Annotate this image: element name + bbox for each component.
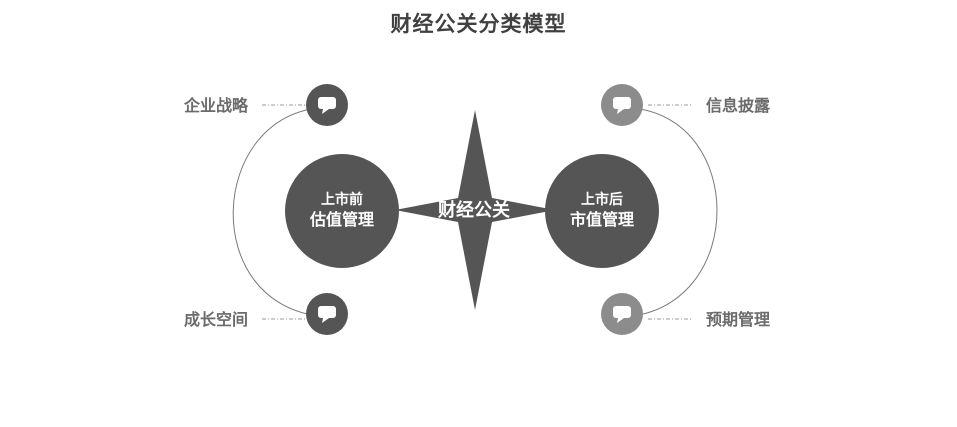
right-arc: [632, 107, 718, 317]
speech-bubble-icon: [613, 97, 631, 114]
icon-node-bottom-left: [306, 293, 348, 335]
speech-bubble-icon: [613, 306, 631, 323]
left-circle-line1: 上市前: [321, 191, 363, 208]
icon-node-bottom-right: [601, 293, 643, 335]
icon-node-top-left: [306, 84, 348, 126]
speech-bubble-icon: [318, 306, 336, 323]
left-circle: [285, 154, 399, 268]
branch-label-top-right: 信息披露: [706, 96, 771, 115]
speech-bubble-icon: [318, 97, 336, 114]
right-circle-line1: 上市后: [581, 191, 623, 208]
right-circle-line2: 市值管理: [570, 210, 634, 229]
branch-label-bottom-right: 预期管理: [706, 310, 770, 329]
center-label: 财经公关: [438, 199, 510, 221]
branch-label-bottom-left: 成长空间: [184, 310, 248, 329]
left-arc: [232, 107, 319, 317]
icon-node-top-right: [601, 84, 643, 126]
center-star: [395, 110, 555, 310]
diagram-title: 财经公关分类模型: [390, 12, 567, 36]
right-circle: [545, 154, 659, 268]
left-circle-line2: 估值管理: [309, 210, 374, 229]
branch-label-top-left: 企业战略: [183, 96, 249, 115]
